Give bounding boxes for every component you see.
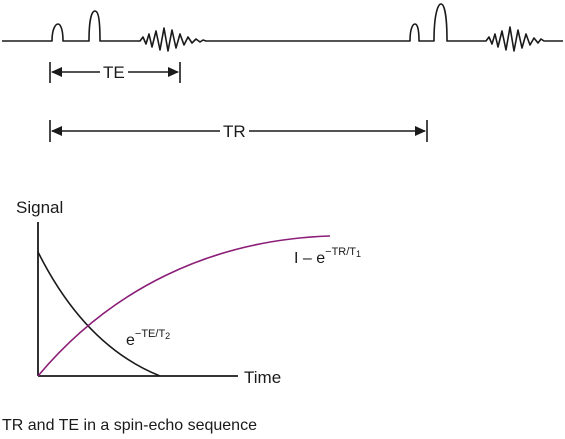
t1-recovery-curve [37, 235, 331, 377]
t1-formula-base: I – e [294, 250, 326, 267]
t2-decay-formula: e−TE/T2 [126, 329, 170, 349]
t2-formula-subscript: 2 [165, 331, 171, 341]
t2-formula-base: e [126, 332, 135, 349]
t2-decay-curve [37, 251, 161, 377]
tr-left-arrowhead [51, 126, 62, 136]
t1-formula-exponent: −TR/T1 [325, 246, 362, 259]
te-label: TE [100, 64, 128, 81]
te-right-arrowhead [168, 67, 179, 77]
t1-formula-subscript: 1 [356, 249, 362, 259]
t2-formula-exponent: −TE/T2 [134, 328, 171, 341]
tr-label: TR [220, 123, 249, 140]
t1-recovery-formula: I – e−TR/T1 [294, 247, 361, 267]
te-left-arrowhead [51, 67, 62, 77]
time-axis-label: Time [244, 368, 282, 387]
tr-right-arrowhead [415, 126, 426, 136]
signal-axis-label: Signal [16, 198, 64, 217]
figure-caption: TR and TE in a spin-echo sequence [2, 417, 257, 434]
pulse-sequence-line [2, 3, 563, 52]
